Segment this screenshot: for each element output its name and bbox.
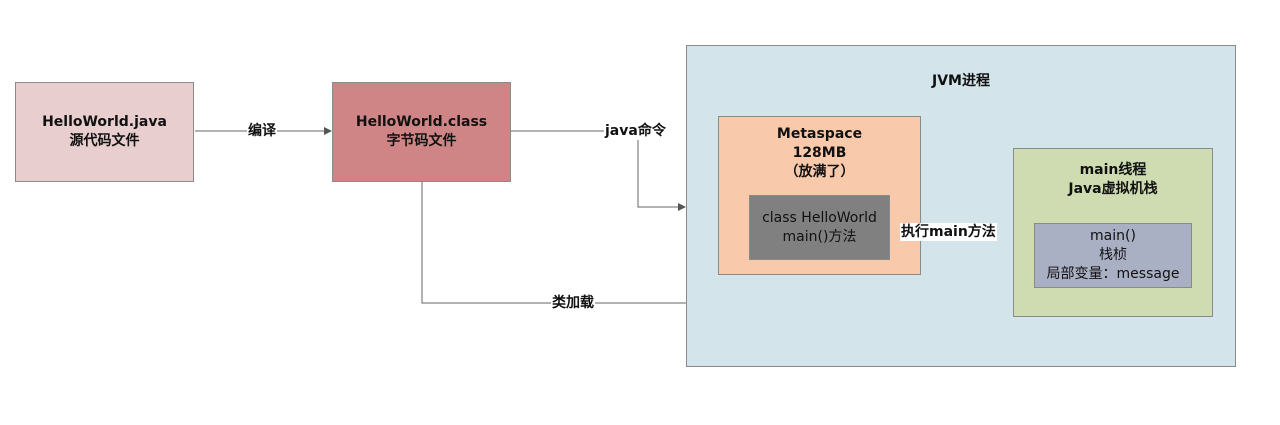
java-command-label: java命令 (604, 122, 667, 140)
stack-frame-box: main() 栈桢 局部变量：message (1034, 223, 1192, 288)
class-file-desc: 字节码文件 (386, 133, 457, 149)
frame-label: 栈桢 (1099, 247, 1127, 263)
loaded-class-method: main()方法 (782, 228, 857, 245)
frame-local-var: 局部变量：message (1046, 266, 1180, 282)
metaspace-label: Metaspace (776, 126, 863, 142)
java-command-arrow (511, 130, 686, 211)
frame-method: main() (1090, 228, 1136, 244)
execute-main-label: 执行main方法 (900, 223, 997, 241)
metaspace-status: （放满了） (784, 164, 855, 180)
source-file-desc: 源代码文件 (69, 133, 140, 149)
loaded-class-name: class HelloWorld (762, 209, 877, 226)
jvm-stack-label: Java虚拟机栈 (1068, 181, 1158, 197)
metaspace-size: 128MB (792, 145, 847, 161)
source-file-name: HelloWorld.java (42, 114, 167, 130)
class-load-label: 类加载 (551, 294, 595, 312)
compile-label: 编译 (247, 122, 277, 140)
jvm-process-title: JVM进程 (932, 73, 990, 89)
class-file-box: HelloWorld.class 字节码文件 (332, 82, 511, 182)
loaded-class-box: class HelloWorld main()方法 (749, 195, 890, 260)
main-thread-label: main线程 (1079, 162, 1147, 178)
source-file-box: HelloWorld.java 源代码文件 (15, 82, 194, 182)
class-file-name: HelloWorld.class (355, 114, 488, 130)
